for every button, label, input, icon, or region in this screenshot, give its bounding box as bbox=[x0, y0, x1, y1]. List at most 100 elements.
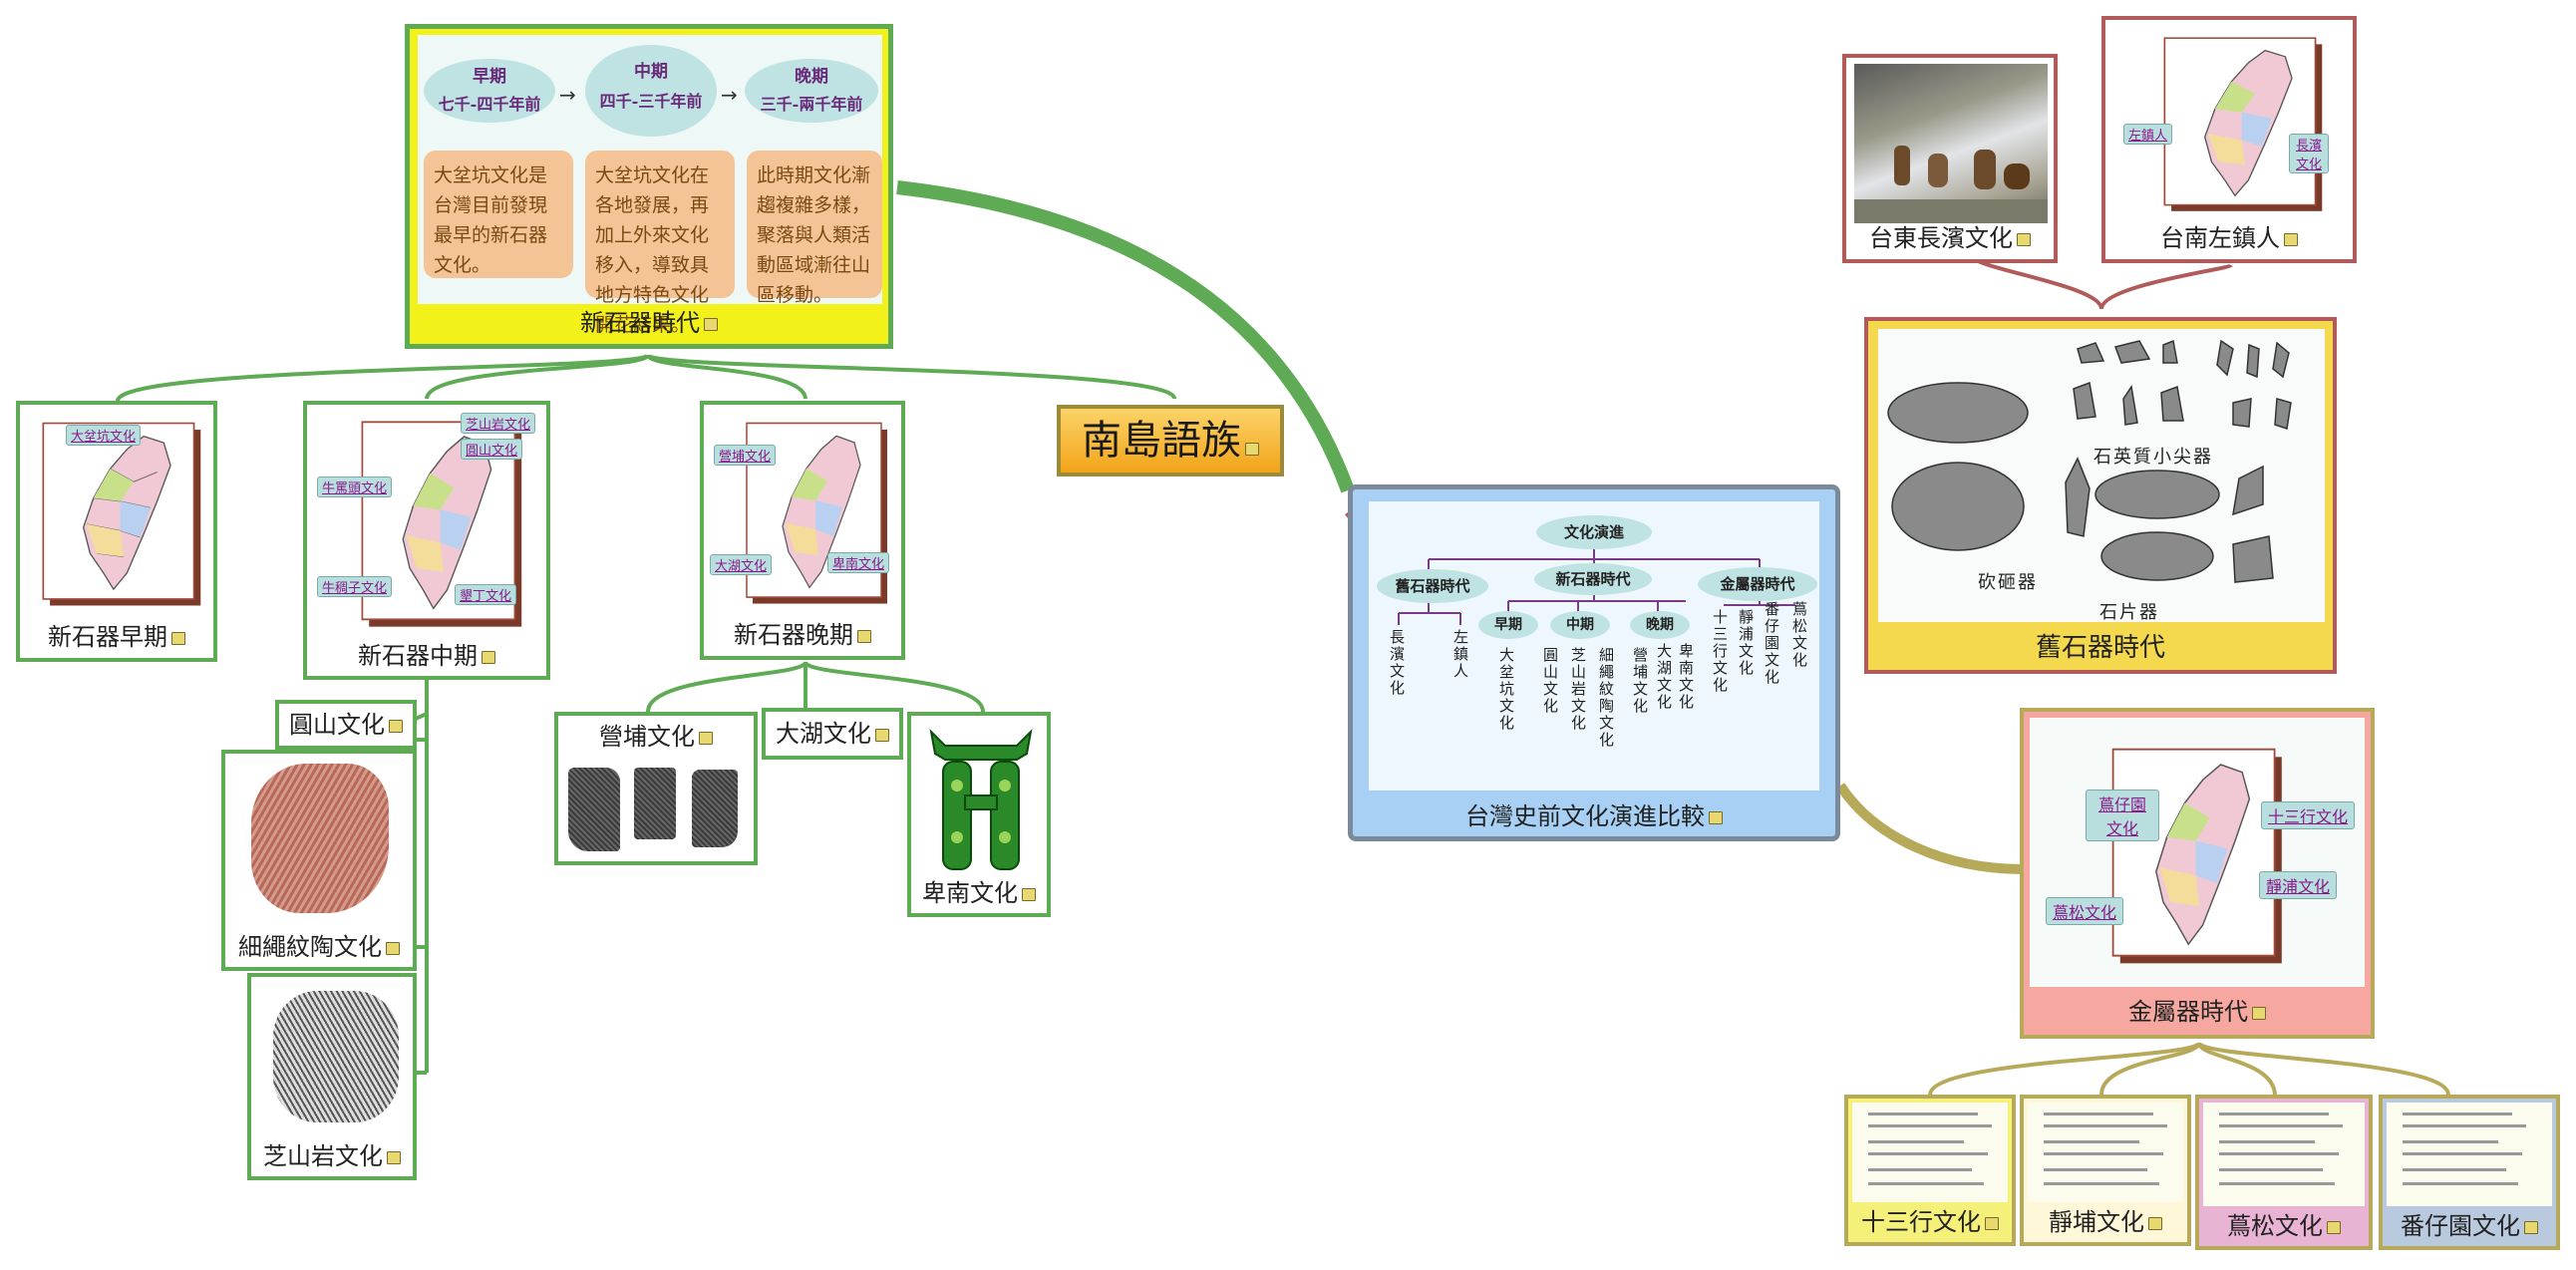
zuozhen-man-node[interactable]: 左鎮人 長濱文化 台南左鎮人 bbox=[2101, 16, 2357, 263]
note-icon[interactable] bbox=[2327, 1220, 2341, 1234]
connector-paleolithic-children bbox=[1968, 253, 2233, 310]
map-label[interactable]: 蔦仔園文化 bbox=[2086, 790, 2159, 841]
yuanshan-culture-node[interactable]: 圓山文化 bbox=[275, 700, 417, 750]
paleolithic-node[interactable]: 石英質小尖器 砍砸器 石片器 舊石器時代 bbox=[1864, 317, 2337, 674]
arrow-right-icon: → bbox=[559, 83, 576, 107]
map-label[interactable]: 營埔文化 bbox=[714, 445, 777, 466]
shisanhang-culture-node[interactable]: 十三行文化 bbox=[1844, 1095, 2016, 1246]
note-icon[interactable] bbox=[1709, 810, 1723, 824]
chart-culture-yuanshan: 圓山文化 bbox=[1541, 647, 1559, 715]
map-label[interactable]: 長濱文化 bbox=[2289, 134, 2329, 173]
zhishanyan-culture-node[interactable]: 芝山岩文化 bbox=[247, 973, 417, 1180]
fanzaiyuan-culture-node[interactable]: 番仔園文化 bbox=[2379, 1095, 2560, 1250]
beinan-culture-node[interactable]: 卑南文化 bbox=[907, 712, 1051, 917]
dahu-culture-node[interactable]: 大湖文化 bbox=[762, 708, 903, 760]
yuanshan-title: 圓山文化 bbox=[289, 711, 385, 739]
neolithic-node[interactable]: 早期 七千-四千年前 → 中期 四千-三千年前 → 晚期 三千-兩千年前 大坌坑… bbox=[405, 24, 893, 349]
connector-center-metal bbox=[1835, 783, 2025, 874]
phase-late-time: 三千-兩千年前 bbox=[760, 95, 863, 114]
map-label[interactable]: 墾丁文化 bbox=[455, 584, 517, 605]
chart-culture-dahu: 大湖文化 bbox=[1655, 643, 1673, 711]
zhishanyan-title: 芝山岩文化 bbox=[263, 1142, 383, 1170]
document-thumbnail bbox=[1852, 1103, 2008, 1202]
neolithic-early-title: 新石器早期 bbox=[20, 616, 213, 658]
note-icon[interactable] bbox=[857, 629, 871, 643]
chart-culture-zuozhen: 左鎮人 bbox=[1451, 629, 1469, 680]
evolution-chart-image: 文化演進 舊石器時代 新石器時代 金屬器時代 早期 中期 晚期 長濱文化 左鎮人… bbox=[1369, 501, 1819, 791]
connector-neolithic-children bbox=[116, 353, 1177, 1075]
map-label[interactable]: 大湖文化 bbox=[710, 554, 773, 575]
document-thumbnail bbox=[2028, 1103, 2183, 1202]
fanzaiyuan-title: 番仔園文化 bbox=[2401, 1212, 2520, 1240]
note-icon[interactable] bbox=[171, 631, 185, 645]
note-icon[interactable] bbox=[2148, 1216, 2162, 1230]
phase-mid-description: 大坌坑文化在各地發展，再加上外來文化移入，導致具地方特色文化開花結果。 bbox=[585, 151, 735, 336]
map-label[interactable]: 牛稠子文化 bbox=[317, 576, 393, 597]
connector-center-neolithic bbox=[896, 180, 1355, 493]
note-icon[interactable] bbox=[2252, 1006, 2266, 1020]
neolithic-early-node[interactable]: 大坌坑文化 新石器早期 bbox=[16, 401, 217, 662]
tool-label-quartz-points: 石英質小尖器 bbox=[2093, 447, 2213, 468]
stone-tools-image: 石英質小尖器 砍砸器 石片器 bbox=[1878, 329, 2325, 623]
dahu-title: 大湖文化 bbox=[776, 720, 871, 748]
note-icon[interactable] bbox=[482, 650, 495, 664]
map-label[interactable]: 卑南文化 bbox=[827, 552, 890, 573]
connector-metal-children bbox=[1928, 1041, 2450, 1096]
taiwan-map-image: 大坌坑文化 bbox=[40, 417, 207, 612]
document-thumbnail bbox=[2203, 1103, 2365, 1206]
note-icon[interactable] bbox=[2524, 1220, 2538, 1234]
note-icon[interactable] bbox=[1985, 1216, 1999, 1230]
chart-culture-beinan: 卑南文化 bbox=[1677, 643, 1695, 711]
paleolithic-title: 舊石器時代 bbox=[2035, 633, 2165, 663]
neolithic-late-node[interactable]: 營埔文化 大湖文化 卑南文化 新石器晚期 bbox=[700, 401, 905, 660]
neolithic-phases-image: 早期 七千-四千年前 → 中期 四千-三千年前 → 晚期 三千-兩千年前 大坌坑… bbox=[418, 35, 882, 336]
note-icon[interactable] bbox=[704, 317, 718, 331]
note-icon[interactable] bbox=[1245, 443, 1259, 456]
cave-scene-image bbox=[1854, 64, 2048, 223]
changbin-culture-node[interactable]: 台東長濱文化 bbox=[1842, 54, 2058, 263]
jingpu-culture-node[interactable]: 靜埔文化 bbox=[2020, 1095, 2191, 1246]
neolithic-mid-title: 新石器中期 bbox=[307, 636, 546, 676]
note-icon[interactable] bbox=[875, 728, 889, 742]
note-icon[interactable] bbox=[2017, 232, 2031, 246]
chart-root-ellipse: 文化演進 bbox=[1536, 515, 1652, 549]
note-icon[interactable] bbox=[1022, 887, 1036, 901]
note-icon[interactable] bbox=[389, 719, 403, 733]
map-label[interactable]: 十三行文化 bbox=[2261, 801, 2356, 829]
austronesian-title: 南島語族 bbox=[1082, 418, 1241, 464]
map-label[interactable]: 靜浦文化 bbox=[2259, 871, 2338, 899]
note-icon[interactable] bbox=[387, 1150, 401, 1164]
chart-culture-jingpu: 靜浦文化 bbox=[1737, 609, 1755, 677]
chart-culture-yingpu: 營埔文化 bbox=[1631, 647, 1649, 715]
beinan-title: 卑南文化 bbox=[922, 879, 1018, 907]
map-label[interactable]: 大坌坑文化 bbox=[66, 425, 142, 446]
document-thumbnail bbox=[2387, 1103, 2552, 1206]
phase-early-name: 早期 bbox=[473, 67, 506, 87]
map-label[interactable]: 牛罵頭文化 bbox=[317, 476, 393, 497]
metal-age-node[interactable]: 蔦仔園文化 十三行文化 靜浦文化 蔦松文化 金屬器時代 bbox=[2020, 708, 2375, 1039]
phase-late-name: 晚期 bbox=[795, 67, 828, 87]
central-topic-node[interactable]: 文化演進 舊石器時代 新石器時代 金屬器時代 早期 中期 晚期 長濱文化 左鎮人… bbox=[1348, 484, 1840, 841]
austronesian-node[interactable]: 南島語族 bbox=[1057, 405, 1284, 476]
yingpu-title: 營埔文化 bbox=[599, 723, 695, 751]
chart-era-metal: 金屬器時代 bbox=[1698, 567, 1817, 601]
neolithic-mid-node[interactable]: 芝山岩文化 圓山文化 牛罵頭文化 牛稠子文化 墾丁文化 新石器中期 bbox=[303, 401, 550, 680]
map-label[interactable]: 蔦松文化 bbox=[2046, 897, 2124, 925]
phase-early-ellipse: 早期 七千-四千年前 bbox=[424, 59, 555, 123]
corded-ware-culture-node[interactable]: 細繩紋陶文化 bbox=[221, 750, 417, 971]
phase-mid-name: 中期 bbox=[634, 62, 668, 82]
map-label[interactable]: 圓山文化 bbox=[461, 439, 523, 460]
rope-artifact-image bbox=[273, 991, 399, 1122]
map-label[interactable]: 左鎮人 bbox=[2123, 124, 2173, 145]
pottery-shard-image bbox=[251, 764, 389, 913]
phase-mid-time: 四千-三千年前 bbox=[599, 92, 703, 111]
note-icon[interactable] bbox=[386, 941, 400, 955]
map-label[interactable]: 芝山岩文化 bbox=[461, 413, 536, 434]
neolithic-late-title: 新石器晚期 bbox=[704, 614, 901, 656]
niaosong-culture-node[interactable]: 蔦松文化 bbox=[2195, 1095, 2373, 1250]
yingpu-culture-node[interactable]: 營埔文化 bbox=[554, 712, 758, 865]
note-icon[interactable] bbox=[699, 731, 713, 745]
arrow-right-icon: → bbox=[721, 83, 738, 107]
note-icon[interactable] bbox=[2284, 232, 2298, 246]
